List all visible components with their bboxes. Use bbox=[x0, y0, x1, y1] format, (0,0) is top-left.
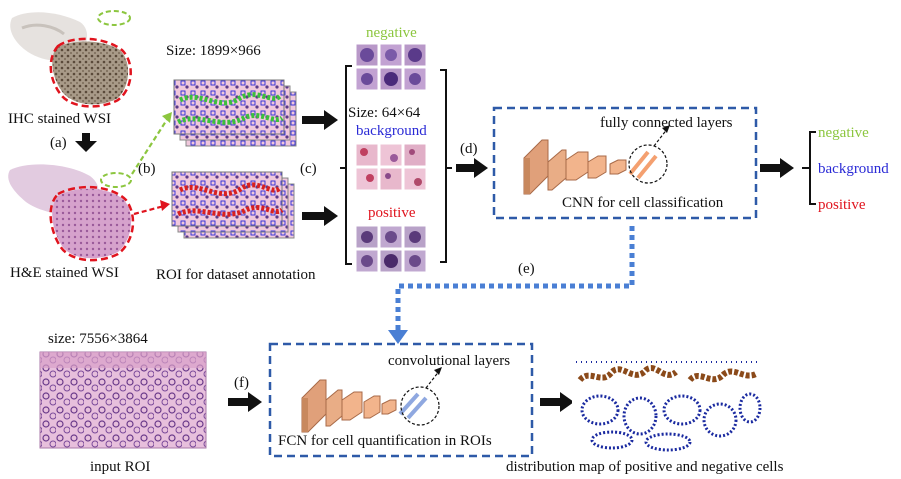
output-brace bbox=[802, 131, 816, 205]
fcn-layers bbox=[301, 367, 442, 433]
class-background-label: background bbox=[356, 123, 427, 139]
arrow-to-distribution-map bbox=[540, 392, 574, 412]
step-f-label: (f) bbox=[234, 375, 249, 391]
step-b-label: (b) bbox=[138, 161, 156, 177]
arrow-green-to-negative-roi bbox=[131, 117, 169, 175]
fcn-box bbox=[268, 342, 534, 458]
arrow-d-to-cnn bbox=[456, 158, 488, 178]
cnn-layers bbox=[523, 125, 670, 195]
input-size-label: size: 7556×3864 bbox=[48, 331, 148, 347]
output-negative-label: negative bbox=[818, 125, 869, 141]
ihc-wsi-label: IHC stained WSI bbox=[8, 111, 112, 127]
class-positive-label: positive bbox=[368, 205, 416, 221]
roi-stack-bottom bbox=[171, 171, 295, 239]
step-d-label: (d) bbox=[460, 141, 478, 157]
distribution-map-caption: distribution map of positive and negativ… bbox=[506, 459, 784, 475]
he-wsi-image bbox=[8, 164, 135, 262]
roi-size-label: Size: 1899×966 bbox=[166, 43, 261, 59]
patch-brace-right bbox=[440, 69, 452, 263]
he-negative-region-outline bbox=[100, 172, 132, 188]
arrow-f-to-fcn bbox=[228, 392, 262, 412]
arrow-to-patches-top bbox=[302, 110, 338, 130]
class-negative-label: negative bbox=[366, 25, 417, 41]
arrow-to-outputs bbox=[760, 158, 794, 178]
fcn-caption: FCN for cell quantification in ROIs bbox=[278, 433, 492, 449]
patch-grid-negative bbox=[355, 43, 427, 91]
ihc-negative-region-outline bbox=[97, 10, 131, 26]
arrow-to-patches-bottom bbox=[302, 206, 338, 226]
patch-grid-background bbox=[355, 143, 427, 191]
fc-layers-label: fully connected layers bbox=[600, 115, 733, 131]
step-e-label: (e) bbox=[518, 261, 535, 277]
roi-caption: ROI for dataset annotation bbox=[156, 267, 316, 283]
he-wsi-label: H&E stained WSI bbox=[10, 265, 119, 281]
output-background-label: background bbox=[818, 161, 889, 177]
step-a-label: (a) bbox=[50, 135, 67, 151]
cnn-caption: CNN for cell classification bbox=[562, 195, 724, 211]
conv-layers-label: convolutional layers bbox=[388, 353, 511, 369]
ihc-positive-region-outline bbox=[49, 37, 132, 108]
arrow-e-dotted bbox=[395, 226, 635, 332]
he-positive-region-outline bbox=[49, 185, 135, 262]
patch-size-label: Size: 64×64 bbox=[348, 105, 421, 121]
distribution-map-image bbox=[572, 356, 762, 452]
patch-brace-left bbox=[340, 65, 352, 265]
input-roi-caption: input ROI bbox=[90, 459, 151, 475]
input-roi-image bbox=[39, 351, 207, 449]
arrow-red-to-positive-roi bbox=[133, 204, 165, 216]
cnn-box bbox=[492, 106, 758, 220]
arrow-down-a bbox=[75, 133, 97, 152]
patch-grid-positive bbox=[355, 225, 427, 273]
ihc-wsi-image bbox=[10, 10, 132, 108]
output-positive-label: positive bbox=[818, 197, 866, 213]
step-c-label: (c) bbox=[300, 161, 317, 177]
roi-stack-top bbox=[173, 79, 297, 147]
